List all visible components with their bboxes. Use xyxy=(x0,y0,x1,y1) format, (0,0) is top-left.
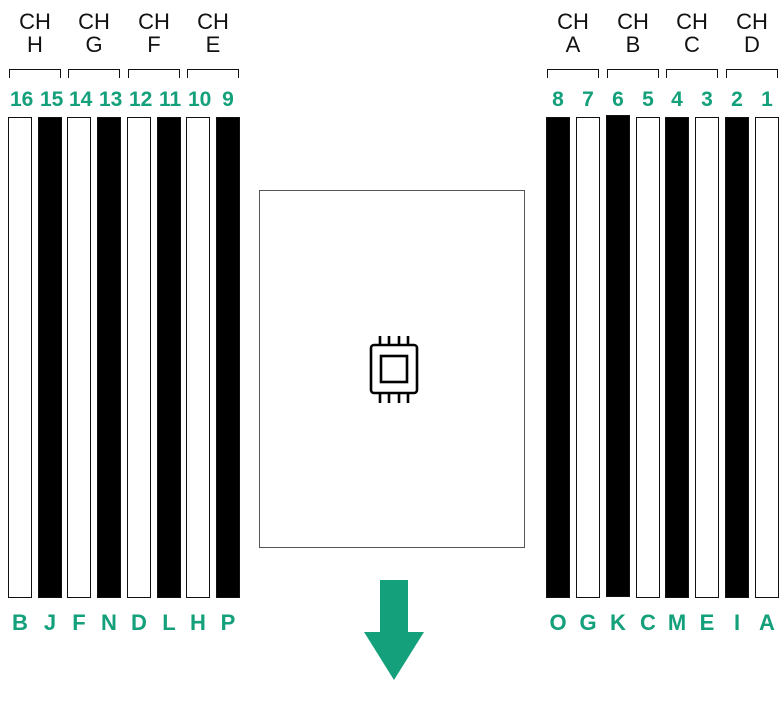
channel-bracket xyxy=(666,69,718,78)
dimm-slot xyxy=(216,117,240,598)
population-order-letter: D xyxy=(131,610,147,635)
processor-icon xyxy=(369,336,419,403)
slot-number: 16 xyxy=(10,88,34,111)
slot-number: 13 xyxy=(99,88,123,111)
slot-number: 5 xyxy=(642,88,654,111)
slot-number: 1 xyxy=(761,88,773,111)
channel-label-line-2: B xyxy=(625,32,641,57)
channel-bracket xyxy=(547,69,599,78)
population-order-letter: F xyxy=(72,610,86,635)
channel-label-line-1: CH xyxy=(617,9,649,34)
population-order-letter: N xyxy=(101,610,117,635)
dimm-slot xyxy=(38,117,62,598)
slot-number: 8 xyxy=(552,88,564,111)
slot-number: 10 xyxy=(188,88,212,111)
dimm-slot xyxy=(576,117,600,598)
channel-bracket xyxy=(68,69,120,78)
population-order-letter: M xyxy=(667,610,687,635)
slot-number: 14 xyxy=(69,88,93,111)
slot-number: 2 xyxy=(731,88,743,111)
channel-label-line-2: G xyxy=(85,32,103,57)
channel-label-line-2: F xyxy=(147,32,161,57)
channel-label-line-1: CH xyxy=(138,9,170,34)
channel-label-line-2: H xyxy=(27,32,43,57)
processor-socket xyxy=(259,190,525,548)
slot-number: 15 xyxy=(40,88,64,111)
slot-number: 11 xyxy=(159,88,182,111)
channel-bracket xyxy=(187,69,239,78)
slot-number: 9 xyxy=(222,88,234,111)
dimm-slot xyxy=(67,117,91,598)
dimm-slot xyxy=(97,117,121,598)
dimm-slot xyxy=(695,117,719,598)
slot-number: 4 xyxy=(671,88,683,111)
dimm-slot xyxy=(755,117,779,598)
channel-label-line-1: CH xyxy=(19,9,51,34)
channel-label-line-1: CH xyxy=(736,9,768,34)
arrow-down-icon xyxy=(364,580,424,680)
dimm-slot xyxy=(606,115,630,597)
population-order-letter: P xyxy=(220,610,236,635)
dimm-slot xyxy=(157,117,181,598)
dimm-slot xyxy=(665,117,689,598)
population-order-letter: I xyxy=(733,610,741,635)
population-order-letter: A xyxy=(759,610,775,635)
dimm-slot xyxy=(127,117,151,598)
population-order-letter: J xyxy=(43,610,57,635)
slot-number: 7 xyxy=(582,88,594,111)
channel-bracket xyxy=(9,69,61,78)
channel-label-line-1: CH xyxy=(557,9,589,34)
slot-number: 12 xyxy=(129,88,153,111)
channel-bracket xyxy=(726,69,778,78)
dimm-slot xyxy=(546,117,570,598)
channel-label-line-1: CH xyxy=(676,9,708,34)
dimm-slot xyxy=(186,117,210,598)
population-order-letter: G xyxy=(579,610,597,635)
channel-label-line-2: C xyxy=(684,32,700,57)
population-order-letter: C xyxy=(640,610,656,635)
dimm-slot xyxy=(636,117,660,598)
dimm-slot xyxy=(8,117,32,598)
dimm-slot xyxy=(725,117,749,598)
population-order-letter: E xyxy=(699,610,715,635)
slot-number: 6 xyxy=(612,88,624,111)
slot-number: 3 xyxy=(701,88,713,111)
population-order-letter: B xyxy=(12,610,28,635)
channel-bracket xyxy=(607,69,659,78)
population-order-letter: H xyxy=(190,610,206,635)
population-order-letter: L xyxy=(162,610,176,635)
channel-label-line-2: A xyxy=(565,32,581,57)
channel-label-line-2: E xyxy=(205,32,221,57)
channel-label-line-1: CH xyxy=(78,9,110,34)
channel-label-line-2: D xyxy=(744,32,760,57)
population-order-letter: K xyxy=(610,610,626,635)
channel-bracket xyxy=(128,69,180,78)
channel-label-line-1: CH xyxy=(197,9,229,34)
population-order-letter: O xyxy=(549,610,567,635)
